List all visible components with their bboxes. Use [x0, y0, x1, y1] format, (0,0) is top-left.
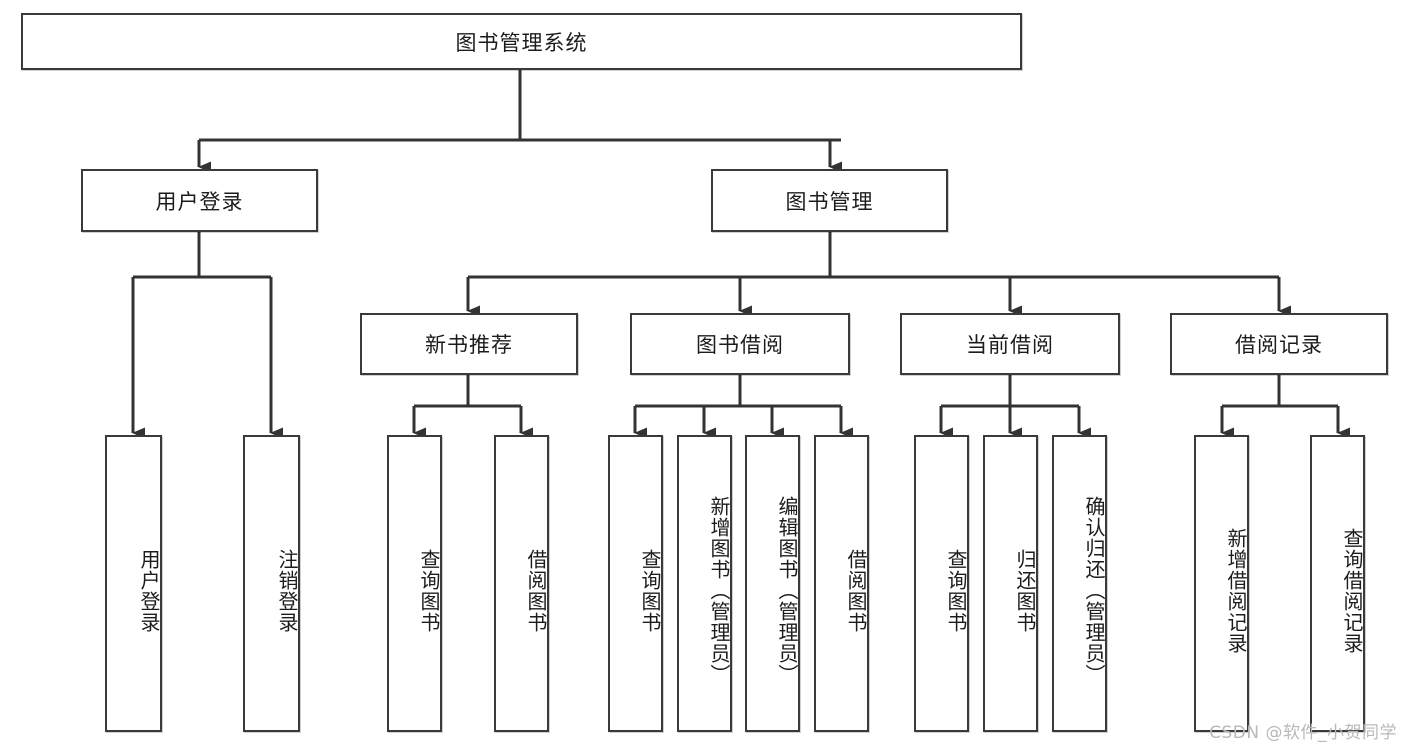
node-leaf-confirm-return-admin-label: 确认归还（管理员）	[1082, 496, 1106, 685]
node-root-label: 图书管理系统	[455, 30, 588, 55]
node-leaf-query-book-current-label: 查询图书	[944, 548, 968, 633]
node-book-management-label: 图书管理	[785, 189, 874, 214]
node-current-borrow-label: 当前借阅	[966, 333, 1054, 357]
node-leaf-return-book-label: 归还图书	[1013, 548, 1037, 633]
node-leaf-borrow-book-label: 借阅图书	[844, 548, 868, 633]
node-current-borrow[interactable]: 当前借阅	[900, 313, 1120, 375]
watermark-text: CSDN @软件_小贺同学	[1209, 723, 1397, 743]
node-leaf-add-borrow-record[interactable]: 新增借阅记录	[1194, 435, 1249, 732]
node-leaf-logout-label: 注销登录	[275, 548, 299, 633]
node-leaf-query-book-new[interactable]: 查询图书	[387, 435, 442, 732]
node-leaf-query-book-new-label: 查询图书	[417, 548, 441, 633]
node-borrow-records[interactable]: 借阅记录	[1170, 313, 1388, 375]
node-book-management[interactable]: 图书管理	[711, 169, 948, 232]
node-leaf-borrow-book[interactable]: 借阅图书	[814, 435, 869, 732]
node-leaf-return-book[interactable]: 归还图书	[983, 435, 1038, 732]
node-root[interactable]: 图书管理系统	[21, 13, 1022, 70]
node-leaf-borrow-book-new[interactable]: 借阅图书	[494, 435, 549, 732]
node-user-login-label: 用户登录	[155, 189, 244, 214]
node-leaf-edit-book-admin-label: 编辑图书（管理员）	[775, 496, 799, 685]
node-new-book-recommend[interactable]: 新书推荐	[360, 313, 578, 375]
node-leaf-query-book-borrow[interactable]: 查询图书	[608, 435, 663, 732]
node-book-borrow[interactable]: 图书借阅	[630, 313, 850, 375]
node-leaf-add-book-admin-label: 新增图书（管理员）	[707, 496, 731, 685]
node-leaf-query-book-current[interactable]: 查询图书	[914, 435, 969, 732]
node-book-borrow-label: 图书借阅	[696, 333, 784, 357]
node-user-login[interactable]: 用户登录	[81, 169, 318, 232]
node-leaf-add-borrow-record-label: 新增借阅记录	[1224, 527, 1248, 654]
node-leaf-add-book-admin[interactable]: 新增图书（管理员）	[677, 435, 732, 732]
node-leaf-user-login[interactable]: 用户登录	[105, 435, 162, 732]
node-leaf-query-borrow-record-label: 查询借阅记录	[1340, 527, 1364, 654]
node-new-book-recommend-label: 新书推荐	[425, 333, 513, 357]
node-leaf-confirm-return-admin[interactable]: 确认归还（管理员）	[1052, 435, 1107, 732]
node-leaf-edit-book-admin[interactable]: 编辑图书（管理员）	[745, 435, 800, 732]
node-leaf-user-login-label: 用户登录	[137, 548, 161, 633]
node-leaf-query-borrow-record[interactable]: 查询借阅记录	[1310, 435, 1365, 732]
node-leaf-logout[interactable]: 注销登录	[243, 435, 300, 732]
node-leaf-borrow-book-new-label: 借阅图书	[524, 548, 548, 633]
node-leaf-query-book-borrow-label: 查询图书	[638, 548, 662, 633]
node-borrow-records-label: 借阅记录	[1235, 333, 1323, 357]
